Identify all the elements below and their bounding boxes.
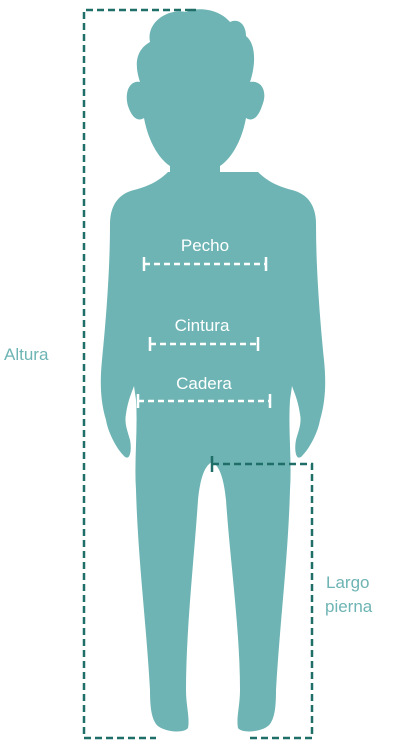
head-shape [127,9,265,178]
waist-label: Cintura [175,316,230,335]
chest-label: Pecho [181,236,229,255]
hip-label: Cadera [176,374,232,393]
inseam-label-line1: Largo [326,573,369,592]
height-label: Altura [4,345,49,364]
inseam-label-line2: pierna [325,597,373,616]
torso-shape [101,172,325,731]
child-silhouette [101,9,325,731]
